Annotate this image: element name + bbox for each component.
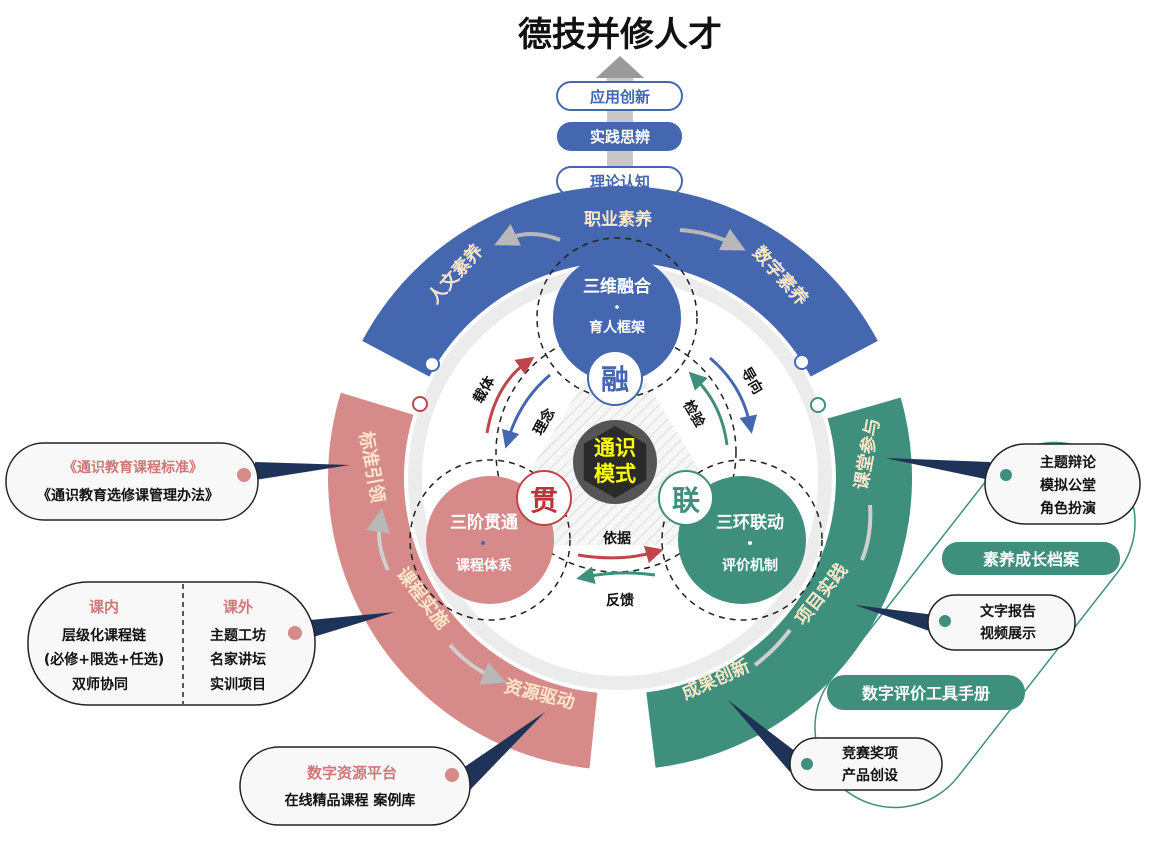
callout-resources (239, 746, 471, 826)
ladder-label: 应用创新 (590, 88, 650, 106)
callout-pointer (255, 462, 350, 480)
tag-evaluation-handbook (827, 675, 1025, 710)
arc-label: 职业素养 (584, 209, 653, 230)
ladder-label: 实践思辨 (590, 128, 650, 146)
callout-dot (445, 768, 459, 782)
dot (748, 541, 752, 545)
circle-sub: 育人框架 (589, 319, 645, 336)
callout-dot (939, 615, 951, 627)
callout-text: 角色扮演 (1040, 500, 1096, 517)
callout-courses (27, 581, 316, 706)
callout-results (789, 737, 943, 791)
arrow-icon (679, 228, 746, 251)
arrow-label: 反馈 (606, 592, 634, 609)
arrow-line (860, 504, 873, 561)
in-class-item: 双师协同 (72, 676, 128, 693)
callout-pointer (855, 605, 935, 633)
arrow-icon (366, 508, 390, 571)
circle-title: 三环联动 (716, 513, 784, 533)
callout-dot (1000, 469, 1012, 481)
callout-project (927, 594, 1076, 651)
badge-text: 贯 (530, 484, 558, 517)
in-class-item: 层级化课程链 (62, 627, 147, 644)
callout-dot (237, 468, 251, 482)
callout-text: 视频展示 (980, 625, 1036, 642)
arrow-feedback (576, 566, 656, 585)
out-class-item: 实训项目 (210, 676, 266, 693)
in-class-item: (必修+限选+任选) (44, 651, 164, 668)
callout-text: 在线精品课程 案例库 (285, 792, 416, 809)
connector-dot (412, 396, 428, 412)
circle-title: 三维融合 (583, 276, 652, 297)
pink-arc-course-implementation (328, 392, 598, 769)
connector-dot (810, 397, 826, 413)
badge-text: 融 (601, 363, 629, 396)
callout-classroom (984, 443, 1141, 525)
badge-fusion (587, 350, 643, 406)
badge-link (658, 470, 714, 526)
main-title: 德技并修人才 (518, 15, 722, 55)
callout-text: 产品创设 (842, 767, 899, 784)
out-class-title: 课外 (223, 598, 253, 616)
tag-label: 数字评价工具手册 (862, 684, 990, 703)
arrow-guide (709, 356, 758, 434)
dashed-ring (661, 459, 823, 621)
circle-title: 三阶贯通 (450, 512, 518, 533)
green-arc-evaluation (646, 397, 913, 768)
center-hexagon (583, 426, 647, 498)
tag-label: 素养成长档案 (983, 550, 1080, 569)
arrow-line (753, 628, 792, 667)
arrow-icon (494, 223, 561, 246)
arrow-carrier (485, 356, 535, 434)
callout-text: 《通识教育选修课管理办法》 (37, 487, 219, 504)
connector-dot (424, 356, 440, 372)
badge-through (516, 470, 572, 526)
arrow-icon (448, 643, 507, 685)
callout-pointer (728, 700, 800, 772)
callout-text: 文字报告 (980, 603, 1036, 620)
up-arrow-icon (596, 56, 644, 78)
callout-text: 竞赛奖项 (842, 745, 898, 762)
callout-standards (5, 442, 259, 521)
ladder-step-practice (557, 122, 682, 151)
arrow-concept (501, 373, 551, 449)
callout-pointer (310, 612, 395, 638)
out-class-item: 主题工坊 (210, 627, 266, 644)
callout-dot (288, 626, 302, 640)
callout-text: 主题辩论 (1040, 454, 1097, 471)
ladder-step-innovation (556, 81, 683, 111)
callout-pointer (885, 458, 990, 480)
arrow-basis (577, 545, 664, 564)
blue-arc-professional-literacy (362, 186, 878, 377)
tag-growth-record (942, 542, 1120, 575)
callout-text: 模拟公堂 (1040, 477, 1096, 494)
center-text: 模式 (594, 462, 636, 486)
badge-text: 联 (672, 484, 700, 517)
arrow-label: 依据 (603, 530, 631, 547)
callout-title: 《通识教育课程标准》 (63, 459, 203, 476)
circle-sub: 课程体系 (456, 557, 512, 574)
dot (615, 305, 619, 309)
circle-sub: 评价机制 (722, 557, 778, 574)
dot (481, 541, 485, 545)
callout-dot (801, 758, 813, 770)
arrow-check (688, 371, 729, 446)
out-class-item: 名家讲坛 (210, 651, 266, 668)
callout-pointer (460, 712, 545, 790)
circle-fusion (553, 254, 681, 382)
connector-dot (794, 354, 810, 370)
callout-title: 数字资源平台 (307, 764, 397, 782)
dashed-ring (409, 459, 571, 621)
center-text: 通识 (594, 436, 636, 460)
in-class-title: 课内 (89, 598, 119, 616)
